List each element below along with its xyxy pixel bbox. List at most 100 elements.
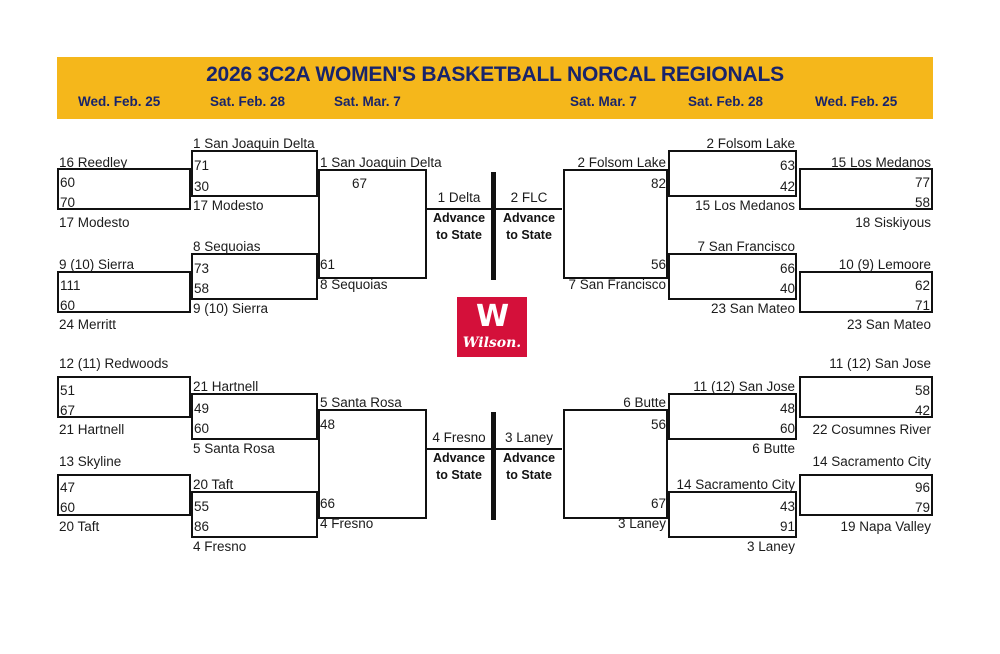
team-label: 10 (9) Lemoore xyxy=(838,257,931,272)
score-value: 47 xyxy=(60,480,76,495)
advancing-team: 2 FLC xyxy=(496,190,562,210)
team-label: 2 Folsom Lake xyxy=(706,136,795,151)
team-label: 23 San Mateo xyxy=(710,301,795,316)
match-box xyxy=(191,491,318,538)
score-value: 60 xyxy=(194,421,210,436)
score-value: 58 xyxy=(194,281,210,296)
match-box xyxy=(563,169,668,279)
advance-block-left-bottom: 4 Fresno Advance to State xyxy=(426,430,492,484)
team-label: 6 Butte xyxy=(752,441,795,456)
score-value: 71 xyxy=(914,298,930,313)
score-value: 56 xyxy=(650,417,666,432)
score-value: 62 xyxy=(914,278,930,293)
score-value: 49 xyxy=(194,401,210,416)
score-value: 67 xyxy=(352,176,368,191)
score-value: 77 xyxy=(914,175,930,190)
score-value: 86 xyxy=(194,519,210,534)
advance-line-2: to State xyxy=(436,468,482,482)
team-label: 12 (11) Redwoods xyxy=(59,356,169,371)
center-divider-bottom xyxy=(491,412,496,520)
score-value: 71 xyxy=(194,158,210,173)
score-value: 111 xyxy=(60,278,81,293)
score-value: 79 xyxy=(914,500,930,515)
score-value: 51 xyxy=(60,383,76,398)
page-title: 2026 3C2A WOMEN'S BASKETBALL NORCAL REGI… xyxy=(206,63,784,86)
team-label: 15 Los Medanos xyxy=(831,155,931,170)
team-label: 21 Hartnell xyxy=(59,422,125,437)
team-label: 4 Fresno xyxy=(320,516,374,531)
team-label: 16 Reedley xyxy=(59,155,128,170)
score-value: 73 xyxy=(194,261,210,276)
team-label: 1 San Joaquin Delta xyxy=(320,155,442,170)
team-label: 21 Hartnell xyxy=(193,379,259,394)
team-label: 14 Sacramento City xyxy=(676,477,795,492)
team-label: 8 Sequoias xyxy=(320,277,388,292)
score-value: 30 xyxy=(194,179,210,194)
round-date-right-2: Sat. Feb. 28 xyxy=(688,94,764,109)
team-label: 3 Laney xyxy=(746,539,795,554)
score-value: 48 xyxy=(320,417,336,432)
match-box xyxy=(191,253,318,300)
score-value: 67 xyxy=(650,496,666,511)
score-value: 67 xyxy=(60,403,76,418)
advance-line-1: Advance xyxy=(502,211,556,225)
team-label: 15 Los Medanos xyxy=(695,198,795,213)
score-value: 58 xyxy=(914,383,930,398)
match-box xyxy=(318,169,427,279)
team-label: 8 Sequoias xyxy=(193,239,261,254)
team-label: 17 Modesto xyxy=(59,215,130,230)
advance-block-right-top: 2 FLC Advance to State xyxy=(496,190,562,244)
score-value: 58 xyxy=(914,195,930,210)
team-label: 17 Modesto xyxy=(193,198,264,213)
score-value: 96 xyxy=(914,480,930,495)
match-box xyxy=(57,376,191,418)
advance-block-left-top: 1 Delta Advance to State xyxy=(426,190,492,244)
score-value: 56 xyxy=(650,257,666,272)
advance-line-2: to State xyxy=(506,228,552,242)
team-label: 18 Siskiyous xyxy=(855,215,931,230)
score-value: 60 xyxy=(60,175,76,190)
match-box xyxy=(57,168,191,210)
match-box xyxy=(191,393,318,440)
score-value: 82 xyxy=(650,176,666,191)
round-date-right-1: Wed. Feb. 25 xyxy=(815,94,898,109)
score-value: 42 xyxy=(914,403,930,418)
score-value: 43 xyxy=(779,499,795,514)
team-label: 11 (12) San Jose xyxy=(693,379,795,394)
team-label: 14 Sacramento City xyxy=(812,454,931,469)
score-value: 48 xyxy=(779,401,795,416)
score-value: 63 xyxy=(779,158,795,173)
match-box xyxy=(668,491,797,538)
wilson-w-mark: W xyxy=(475,299,509,334)
advance-line-1: Advance xyxy=(432,211,486,225)
match-box xyxy=(799,474,933,516)
score-value: 91 xyxy=(779,519,795,534)
team-label: 20 Taft xyxy=(59,519,100,534)
match-box xyxy=(563,409,668,519)
score-value: 42 xyxy=(779,179,795,194)
advance-line-1: Advance xyxy=(502,451,556,465)
wilson-wordmark: Wilson. xyxy=(462,335,522,351)
team-label: 3 Laney xyxy=(617,516,666,531)
team-label: 24 Merritt xyxy=(59,317,117,332)
score-value: 66 xyxy=(320,496,336,511)
score-value: 40 xyxy=(779,281,795,296)
match-box xyxy=(57,474,191,516)
team-label: 13 Skyline xyxy=(59,454,122,469)
score-value: 60 xyxy=(60,500,76,515)
team-label: 7 San Francisco xyxy=(568,277,666,292)
advancing-team: 4 Fresno xyxy=(426,430,492,450)
wilson-logo: W Wilson. xyxy=(457,297,527,357)
match-box xyxy=(57,271,191,313)
match-box xyxy=(318,409,427,519)
team-label: 22 Cosumnes River xyxy=(812,422,931,437)
match-box xyxy=(799,271,933,313)
team-label: 20 Taft xyxy=(193,477,234,492)
team-label: 5 Santa Rosa xyxy=(193,441,275,456)
score-value: 60 xyxy=(779,421,795,436)
score-value: 70 xyxy=(60,195,76,210)
center-divider-top xyxy=(491,172,496,280)
advance-line-1: Advance xyxy=(432,451,486,465)
team-label: 6 Butte xyxy=(623,395,666,410)
advancing-team: 3 Laney xyxy=(496,430,562,450)
